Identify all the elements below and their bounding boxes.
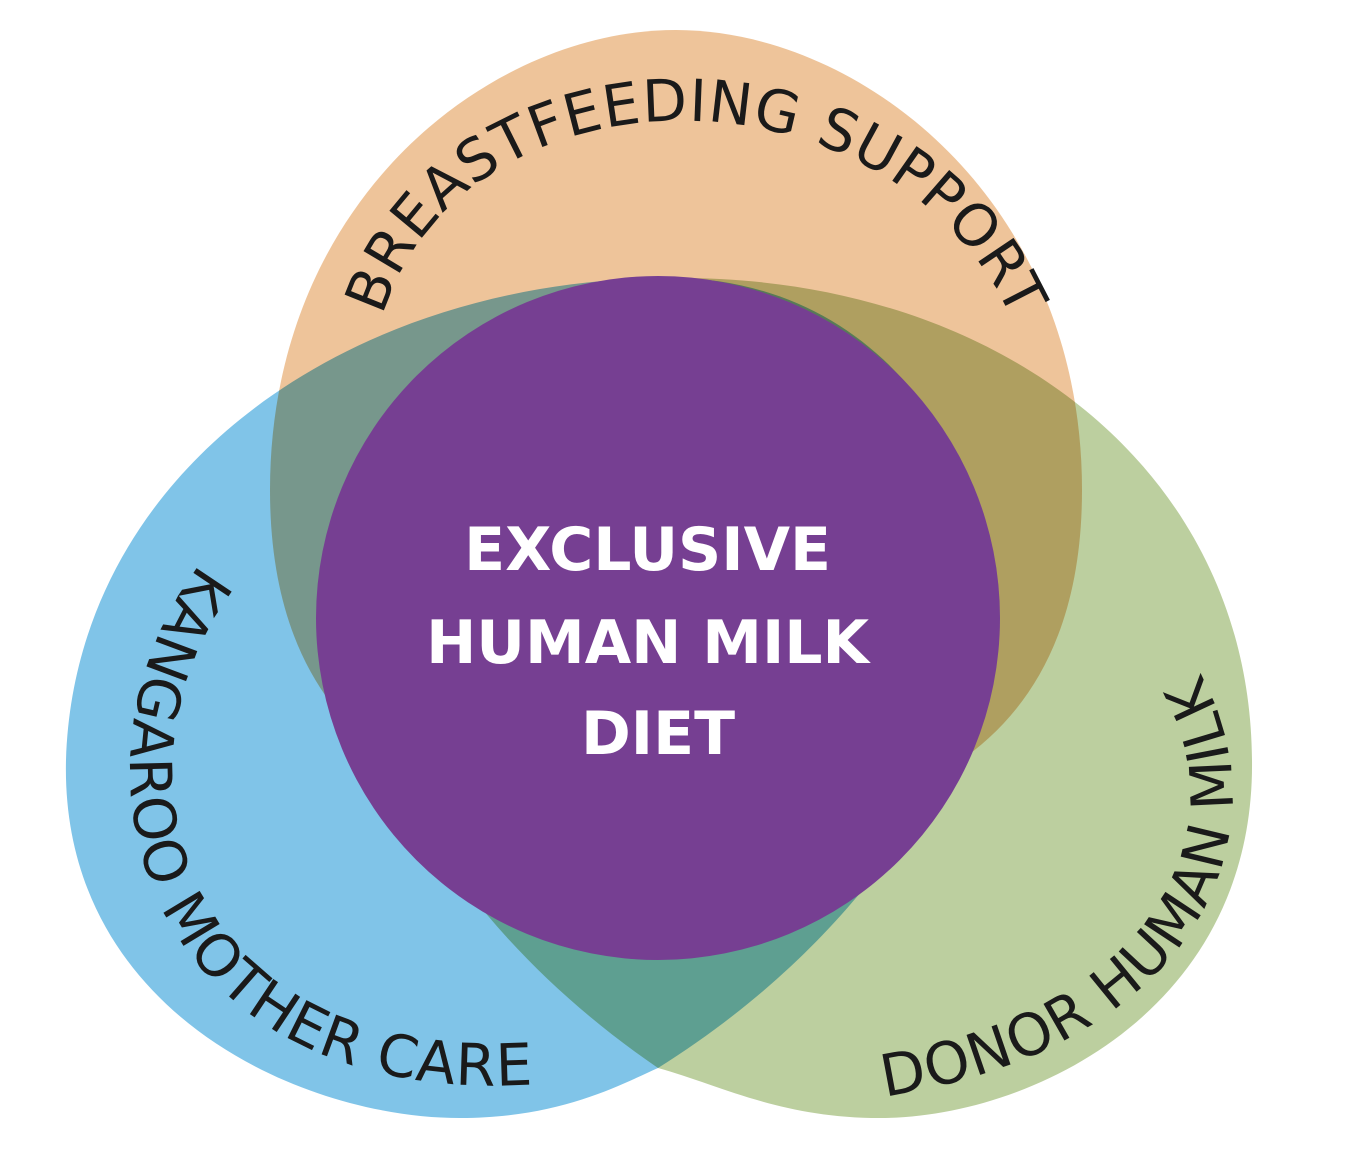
center-label-line-3: DIET <box>581 699 735 769</box>
center-label-line-2: HUMAN MILK <box>426 608 871 678</box>
center-label: EXCLUSIVE HUMAN MILK DIET <box>426 515 890 769</box>
center-exclusive-human-milk-diet-circle <box>316 276 1000 960</box>
center-label-line-1: EXCLUSIVE <box>464 515 831 585</box>
